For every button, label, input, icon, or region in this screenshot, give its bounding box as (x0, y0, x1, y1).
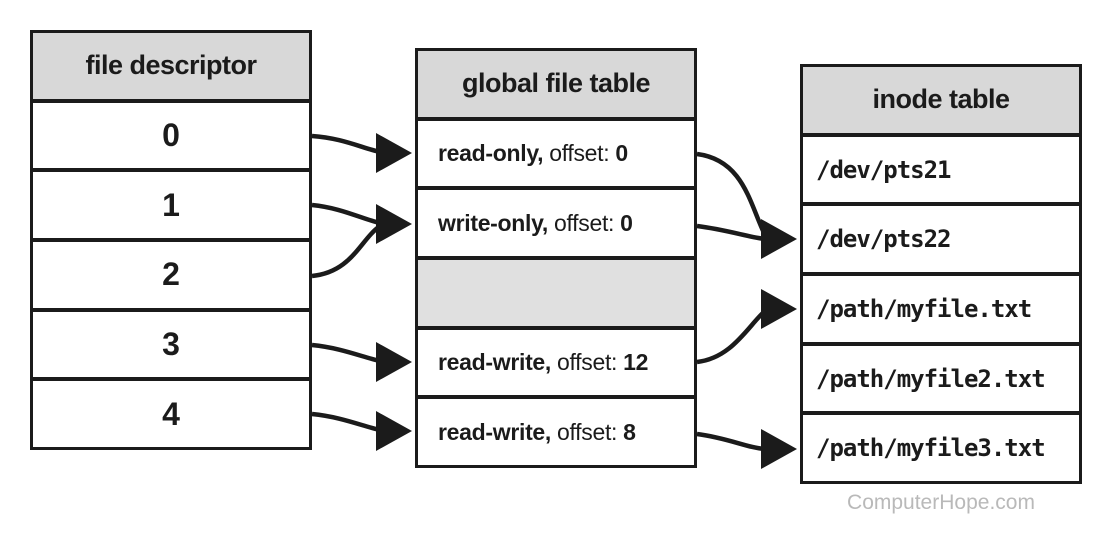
gft-row-read-write-8: read-write, offset: 8 (418, 395, 694, 465)
mode-label: write-only, (438, 209, 549, 236)
arrowhead-write-only (376, 204, 412, 244)
inode-row-myfile3: /path/myfile3.txt (803, 411, 1079, 481)
offset-value: 8 (623, 418, 636, 445)
arrow-fd2-to-write-only (311, 224, 382, 279)
arrowhead-pts22 (761, 219, 797, 259)
gft-row-read-only: read-only, offset: 0 (418, 116, 694, 187)
inode-row-dev-pts21: /dev/pts21 (803, 132, 1079, 203)
arrow-fd3-to-read-write-12 (311, 342, 381, 364)
arrow-read-write-12-to-myfile (696, 309, 767, 365)
global-file-table-title: global file table (418, 51, 694, 117)
offset-value: 0 (615, 140, 628, 166)
arrowhead-read-write-8 (376, 411, 412, 451)
mode-label: read-write, (438, 349, 552, 376)
fd-row-1: 1 (33, 168, 309, 238)
arrow-write-only-to-pts22 (696, 223, 766, 242)
arrow-fd0-to-read-only (311, 133, 381, 155)
mode-label: read-write, (438, 418, 552, 445)
arrowhead-read-only (376, 133, 412, 173)
arrowhead-myfile (761, 289, 797, 329)
global-file-table: global file table read-only, offset: 0 w… (415, 48, 697, 468)
inode-row-myfile2: /path/myfile2.txt (803, 341, 1079, 412)
offset-label: offset: (557, 418, 618, 445)
file-descriptor-table: file descriptor 0 1 2 3 4 (30, 30, 312, 450)
arrowhead-read-write-12 (376, 342, 412, 382)
offset-label: offset: (557, 349, 618, 376)
inode-table: inode table /dev/pts21 /dev/pts22 /path/… (800, 64, 1082, 484)
gft-row-empty (418, 256, 694, 326)
offset-value: 0 (620, 209, 633, 236)
offset-label: offset: (549, 140, 610, 166)
arrow-read-only-to-pts22 (696, 151, 768, 237)
arrow-fd1-to-write-only (311, 202, 381, 226)
inode-row-myfile: /path/myfile.txt (803, 272, 1079, 342)
offset-label: offset: (554, 209, 615, 236)
arrow-read-write-8-to-myfile3 (696, 431, 766, 452)
fd-row-4: 4 (33, 377, 309, 447)
inode-row-dev-pts22: /dev/pts22 (803, 202, 1079, 272)
gft-row-read-write-12: read-write, offset: 12 (418, 325, 694, 396)
watermark: ComputerHope.com (847, 491, 1035, 514)
gft-row-write-only: write-only, offset: 0 (418, 186, 694, 256)
fd-row-0: 0 (33, 98, 309, 169)
fd-row-3: 3 (33, 307, 309, 378)
arrowhead-myfile3 (761, 429, 797, 469)
arrow-fd4-to-read-write-8 (311, 411, 381, 433)
file-descriptor-table-title: file descriptor (33, 33, 309, 99)
inode-table-title: inode table (803, 67, 1079, 133)
mode-label: read-only, (438, 140, 544, 166)
offset-value: 12 (623, 349, 649, 376)
fd-row-2: 2 (33, 238, 309, 308)
